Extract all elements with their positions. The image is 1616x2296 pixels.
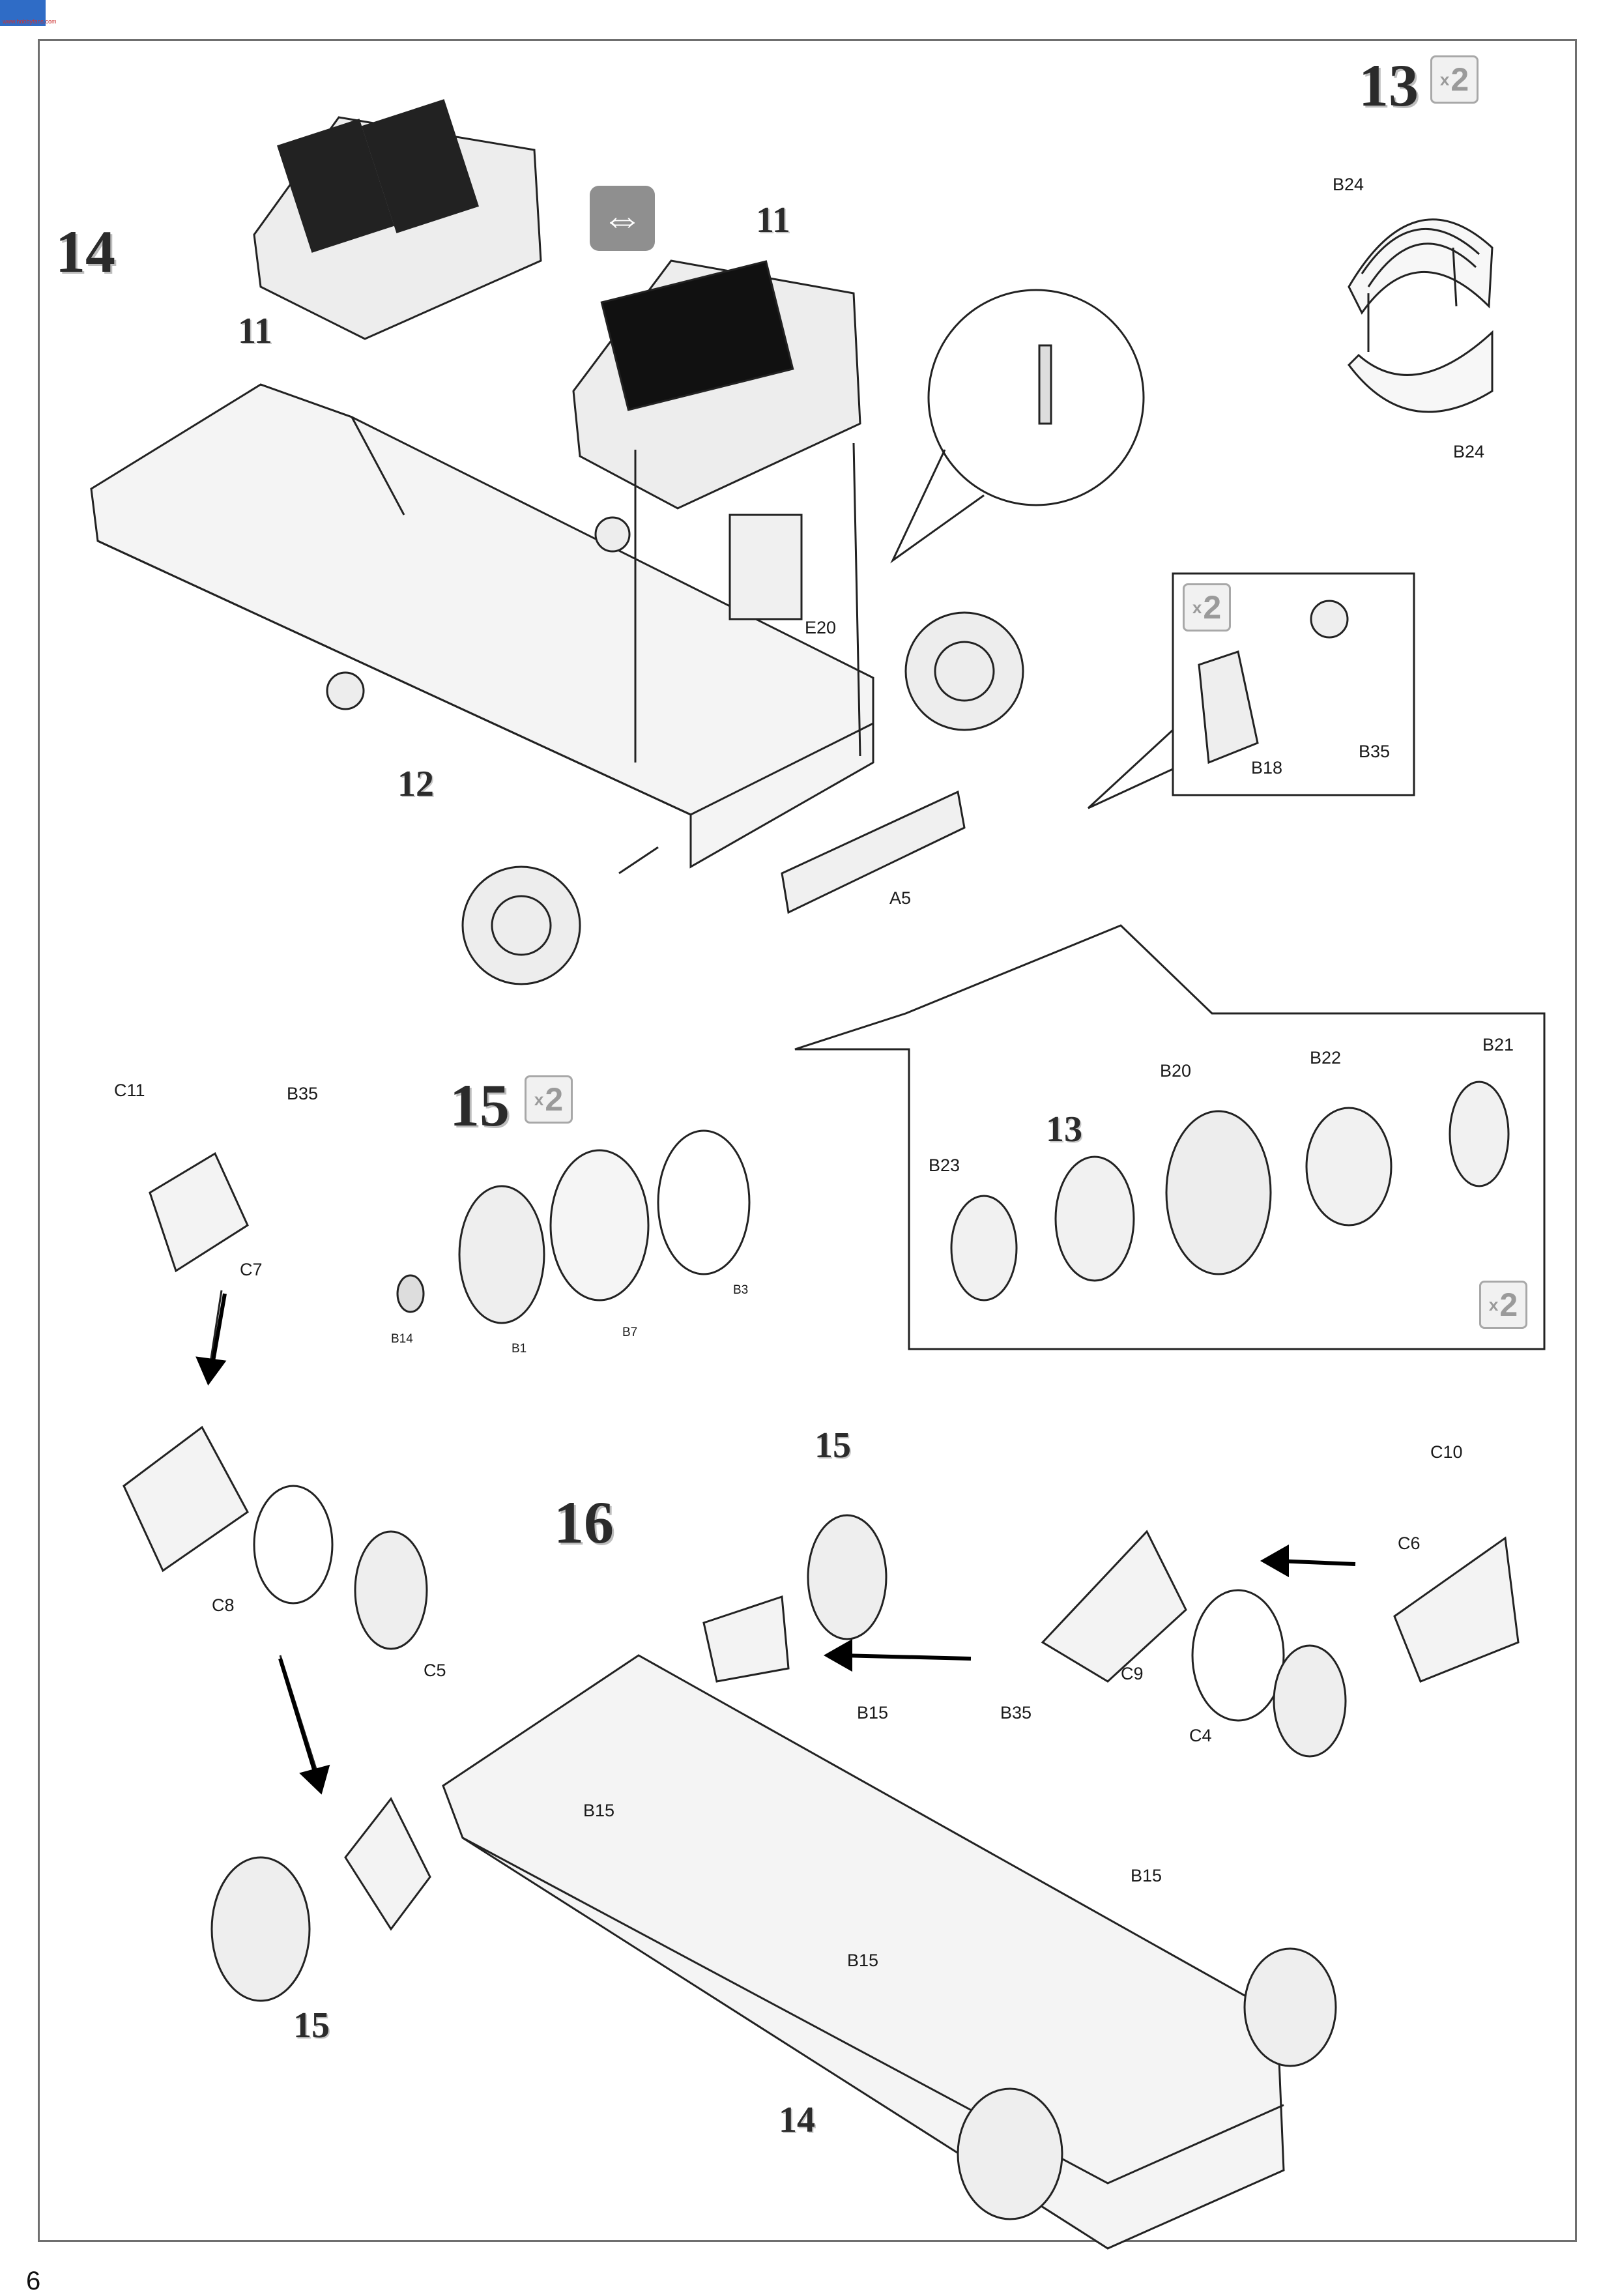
callout-15-top: 15	[815, 1425, 851, 1466]
callout-14: 14	[779, 2100, 815, 2140]
detail-magnifier	[890, 289, 1145, 564]
label-b35-a: B35	[1359, 742, 1391, 761]
b24-lower-half	[1348, 330, 1493, 413]
sprocket-detail-box	[794, 924, 1546, 1350]
callout-15-bottom: 15	[293, 2005, 330, 2046]
step-number-13: 13	[1359, 52, 1419, 119]
label-c4: C4	[1189, 1726, 1212, 1745]
label-c11: C11	[114, 1081, 145, 1100]
label-b1: B1	[512, 1342, 527, 1356]
callout-11-small: 11	[238, 311, 272, 351]
label-c6: C6	[1398, 1533, 1421, 1553]
label-c5: C5	[424, 1661, 446, 1680]
label-b15-b: B15	[583, 1801, 615, 1820]
callout-12: 12	[397, 764, 434, 804]
callout-13: 13	[1046, 1109, 1082, 1150]
label-c9: C9	[1121, 1664, 1144, 1683]
label-b15-c: B15	[1131, 1866, 1162, 1885]
callout-11-large: 11	[756, 200, 790, 240]
label-b18: B18	[1251, 758, 1283, 777]
plate-e20	[729, 514, 803, 620]
idler-small	[326, 516, 631, 710]
label-b3: B3	[733, 1283, 749, 1297]
page-frame	[38, 39, 1577, 2242]
label-e20: E20	[805, 618, 837, 637]
hull-12	[90, 383, 874, 869]
step-number-14: 14	[55, 218, 115, 285]
publisher-logo-text: www.hobbyfans.com	[3, 18, 57, 25]
label-b22: B22	[1310, 1048, 1342, 1068]
label-b24-top: B24	[1333, 175, 1364, 194]
page-number: 6	[26, 2267, 41, 2295]
label-b7: B7	[622, 1326, 638, 1339]
plate-a5	[781, 790, 966, 914]
sprocket-right	[904, 611, 1024, 731]
engine-assembly-11-large	[572, 259, 861, 510]
label-b21: B21	[1482, 1035, 1514, 1054]
publisher-logo	[0, 0, 46, 26]
hull-14	[442, 1654, 1285, 2250]
b24-upper-half	[1348, 218, 1493, 315]
label-a5: A5	[889, 888, 912, 908]
label-b35-b: B35	[287, 1084, 319, 1103]
step-number-15: 15	[450, 1072, 510, 1139]
label-b35-c: B35	[1000, 1703, 1032, 1722]
label-b15-d: B15	[847, 1951, 879, 1970]
engine-assembly-11-small	[253, 99, 542, 340]
label-c10: C10	[1430, 1442, 1463, 1462]
label-b15-a: B15	[857, 1703, 889, 1722]
sprocket-left	[461, 865, 581, 985]
label-b14: B14	[391, 1332, 413, 1346]
rotate-arrows-icon: ⇔	[590, 186, 655, 251]
label-c7: C7	[240, 1260, 263, 1279]
label-b24-bottom: B24	[1453, 442, 1485, 461]
step-number-16: 16	[554, 1489, 614, 1556]
label-b23: B23	[929, 1155, 960, 1175]
label-b20: B20	[1160, 1061, 1192, 1081]
label-c8: C8	[212, 1595, 235, 1615]
